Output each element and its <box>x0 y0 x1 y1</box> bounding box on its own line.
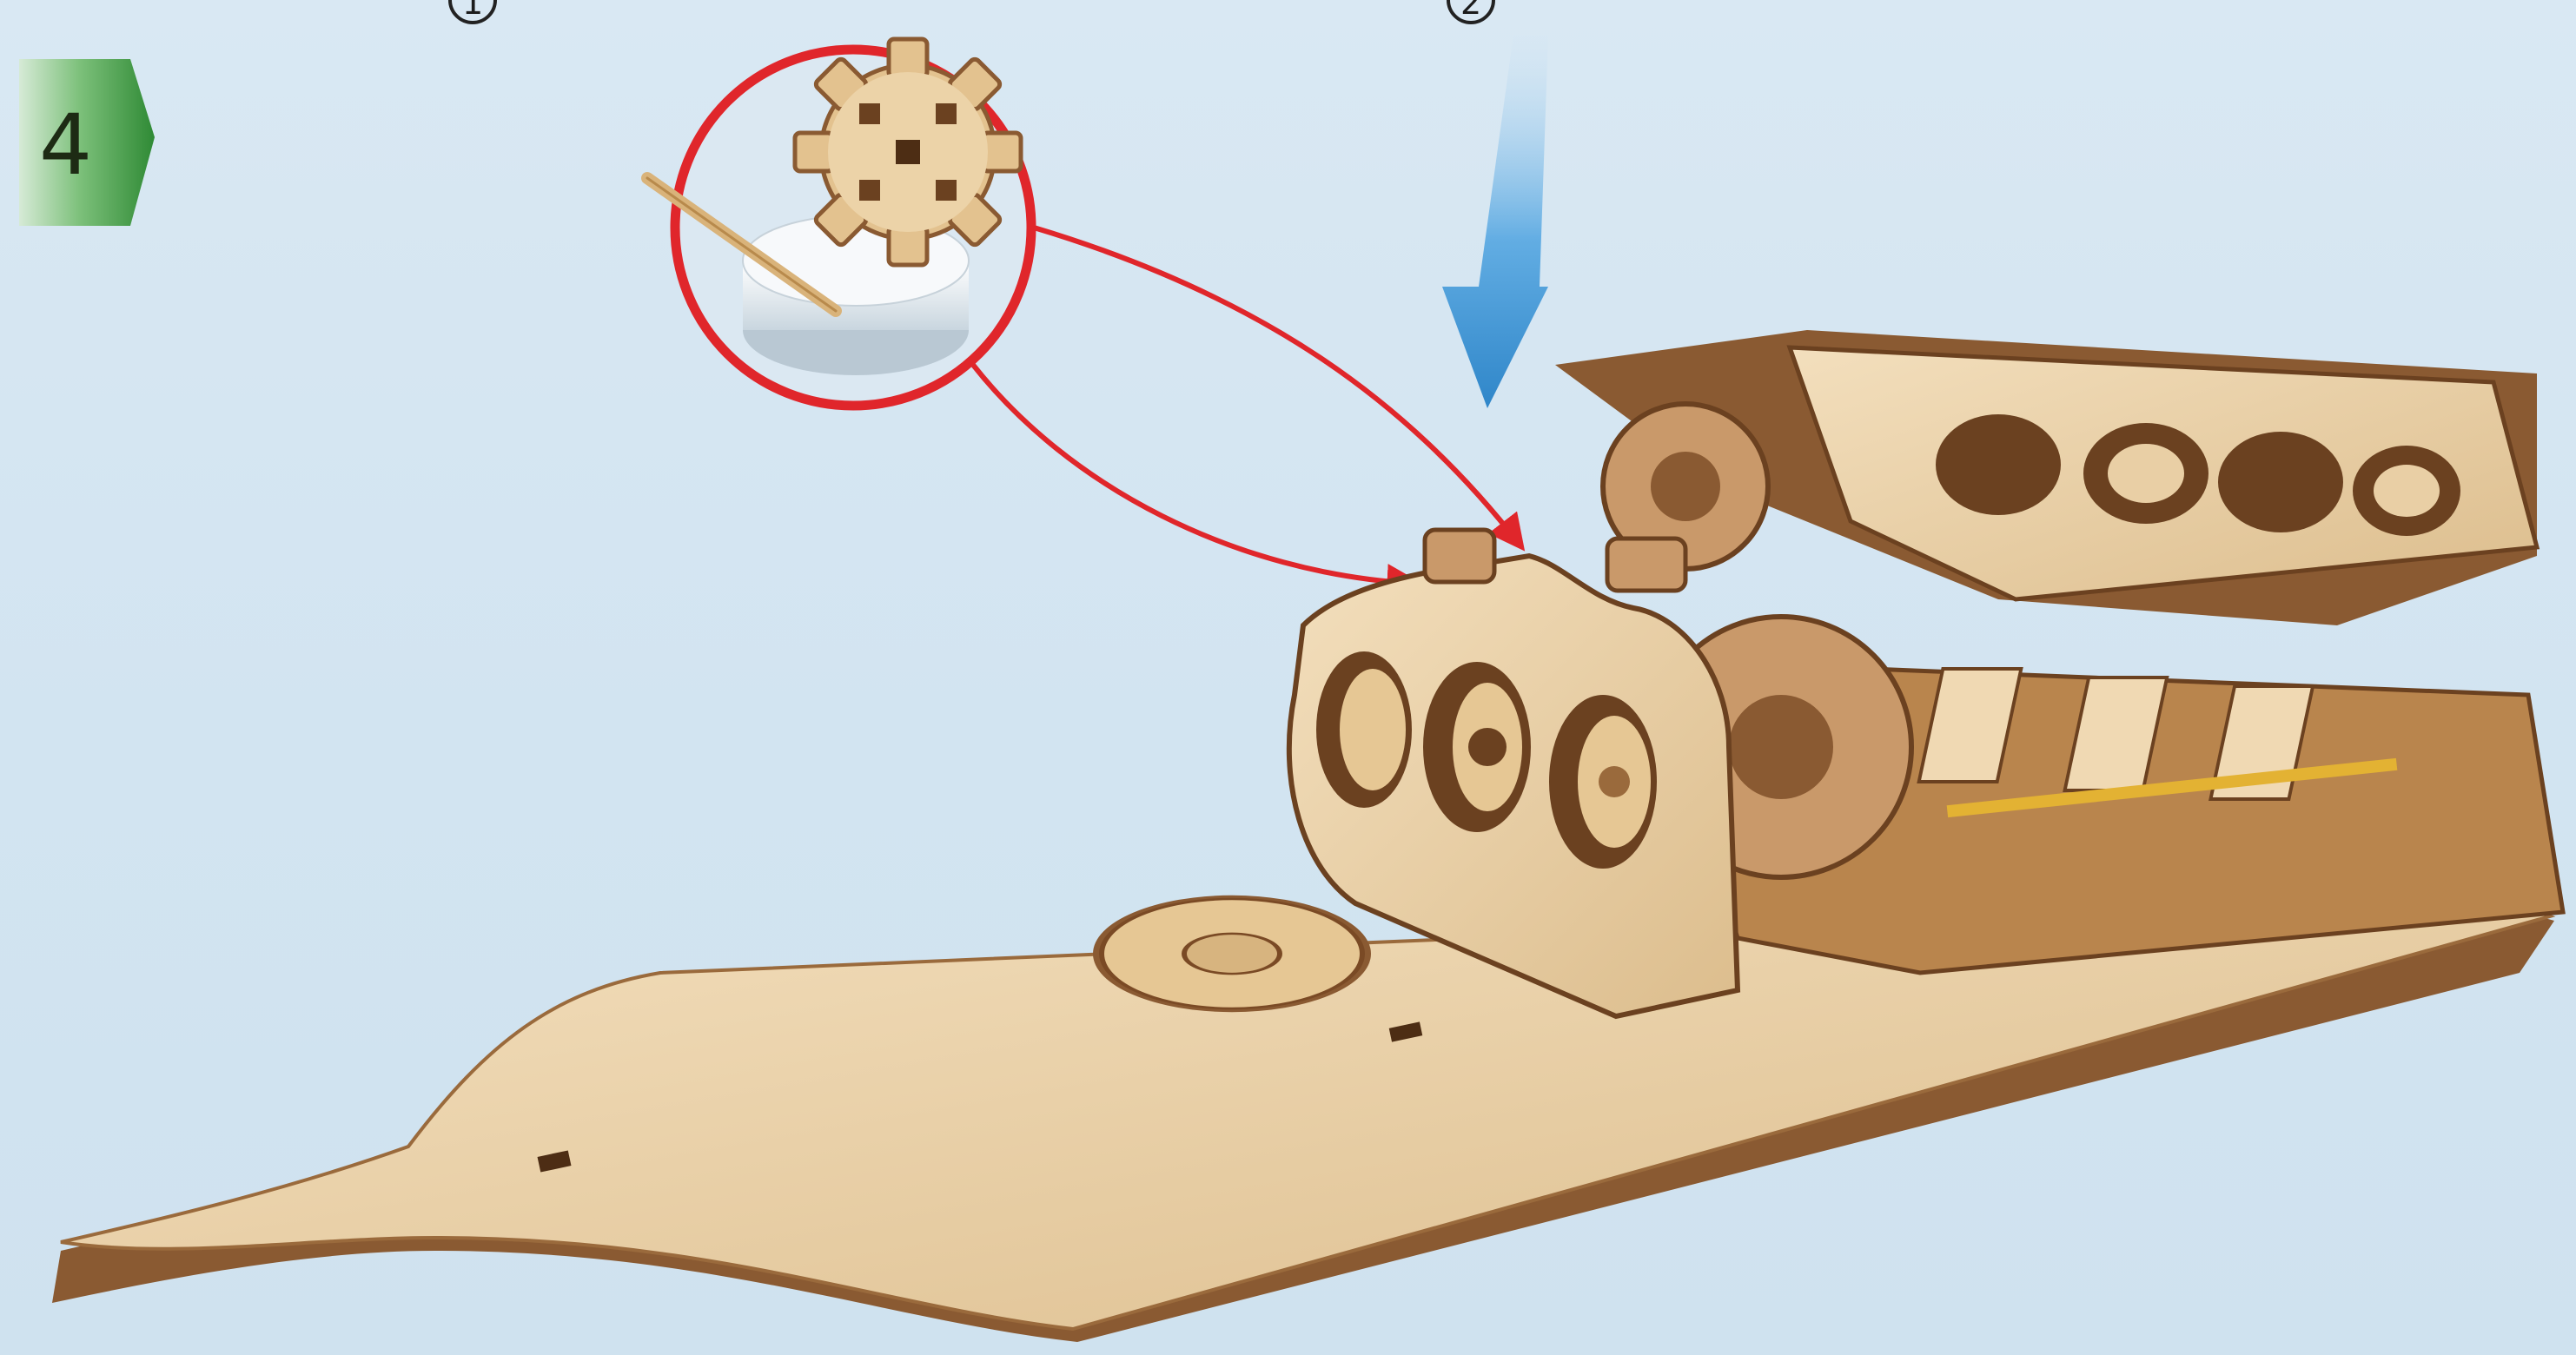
callout-1: 1 <box>450 0 495 23</box>
base-gear <box>1093 896 1371 1012</box>
gear-part-icon <box>795 39 1021 265</box>
callout-1-label: 1 <box>462 0 483 22</box>
callout-2: 2 <box>1448 0 1493 23</box>
callout-2-label: 2 <box>1460 0 1481 22</box>
step-badge: 4 <box>19 59 155 226</box>
press-down-arrow-icon <box>1442 35 1548 408</box>
engine-model <box>1289 330 2563 1016</box>
glue-detail-callout <box>647 39 1031 406</box>
step-number: 4 <box>39 96 92 194</box>
glue-dish-icon <box>743 215 969 375</box>
